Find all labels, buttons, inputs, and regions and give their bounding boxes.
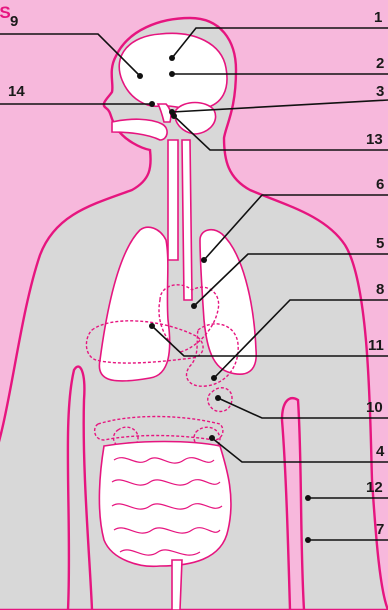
label-11: 11 xyxy=(368,337,384,354)
label-6: 6 xyxy=(376,176,384,193)
label-7: 7 xyxy=(376,521,384,538)
label-1: 1 xyxy=(374,9,382,26)
label-9: 9 xyxy=(10,13,18,30)
label-8: 8 xyxy=(376,281,384,298)
esophagus xyxy=(182,140,192,300)
label-2: 2 xyxy=(376,55,384,72)
label-5: 5 xyxy=(376,235,384,252)
rectum xyxy=(172,560,182,610)
label-12: 12 xyxy=(366,479,383,496)
label-4: 4 xyxy=(376,443,385,460)
trachea xyxy=(168,140,178,260)
label-10: 10 xyxy=(366,399,383,416)
label-13: 13 xyxy=(366,131,383,148)
label-3: 3 xyxy=(376,83,384,100)
label-14: 14 xyxy=(8,83,25,100)
